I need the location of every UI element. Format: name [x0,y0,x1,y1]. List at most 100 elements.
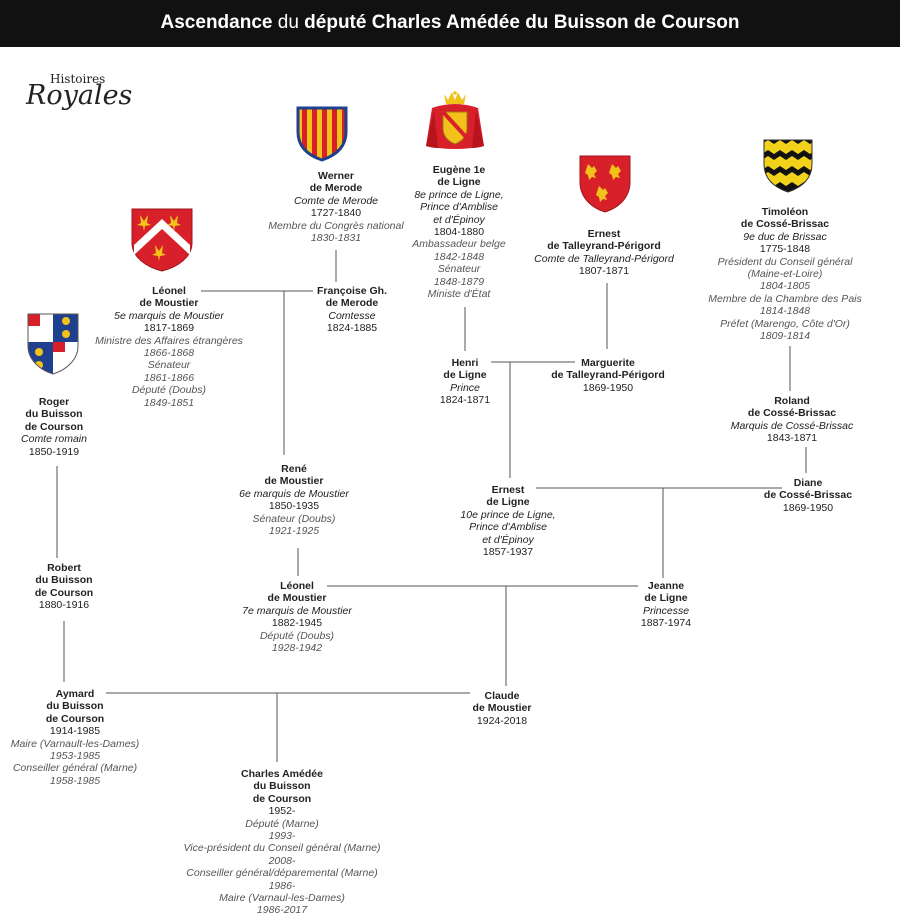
title-part-a: Ascendance [160,12,273,33]
person-claude-de-moustier: Claude de Moustier 1924-2018 [458,690,546,727]
person-office: Député (Doubs) [131,384,207,397]
person-name: de Merode [309,182,363,195]
person-diane-de-cosse-brissac: Diane de Cossé-Brissac 1869-1950 [748,477,868,514]
person-office: Sénateur [437,263,481,276]
person-roland-de-cosse-brissac: Roland de Cossé-Brissac Marquis de Cossé… [714,395,870,445]
person-title: 7e marquis de Moustier [242,604,352,617]
person-title: Comte romain [21,433,87,446]
logo-line1: Histoires [50,72,106,86]
person-werner-de-merode: Werner de Merode Comte de Merode 1727-18… [236,170,436,244]
person-jeanne-de-ligne: Jeanne de Ligne Princesse 1887-1974 [626,580,706,630]
person-title: Marquis de Cossé-Brissac [730,419,854,432]
person-name: Ernest [491,484,525,496]
person-name: Roger [38,396,70,408]
person-dates: 1804-1880 [433,226,485,239]
person-office: Maire (Varnaul-les-Dames) [219,892,345,905]
person-name: Werner [318,170,354,182]
person-name: du Buisson [46,700,104,713]
person-title: et d'Épinoy [433,213,485,226]
person-name: de Merode [325,297,379,310]
person-office: Ministre des Affaires étrangères [95,334,243,347]
person-dates: 1817-1869 [143,322,195,335]
person-name: de Moustier [264,475,324,488]
person-name: de Ligne [443,369,487,382]
person-name: Henri [451,357,479,369]
person-title: 8e prince de Ligne, [414,188,504,201]
person-leonel-7e-de-moustier: Léonel de Moustier 7e marquis de Moustie… [222,580,372,654]
cosse-brissac-coat-icon [763,139,813,193]
person-name: de Cossé-Brissac [763,489,853,502]
person-office: Membre du Congrès national [268,219,404,232]
person-ernest-de-talleyrand-perigord: Ernest de Talleyrand-Périgord Comte de T… [514,228,694,278]
person-name: de Ligne [644,592,688,605]
person-name: Léonel [152,285,186,297]
page-title-banner: Ascendance du député Charles Amédée du B… [0,0,900,47]
person-dates: 1869-1950 [582,381,634,394]
person-title: 6e marquis de Moustier [239,487,349,500]
moustier-coat-icon [131,208,193,272]
person-office: Député (Marne) [245,817,319,830]
person-name: Charles Amédée [241,768,323,780]
person-period: 1830-1831 [310,232,362,245]
person-name: René [281,463,307,475]
person-dates: 1850-1919 [28,445,80,458]
person-title: 5e marquis de Moustier [114,309,224,322]
person-ernest-de-ligne: Ernest de Ligne 10e prince de Ligne, Pri… [436,484,580,558]
person-roger-du-buisson-de-courson: Roger du Buisson de Courson Comte romain… [2,396,106,458]
person-aymard-du-buisson-de-courson: Aymard du Buisson de Courson 1914-1985 M… [0,688,150,787]
person-dates: 1727-1840 [310,207,362,220]
person-charles-amedee-du-buisson-de-courson: Charles Amédée du Buisson de Courson 195… [167,768,397,917]
person-name: de Cossé-Brissac [747,407,837,420]
person-name: Léonel [280,580,314,592]
person-office: Président du Conseil général [717,255,853,268]
ligne-crowned-mantle-icon [426,91,484,149]
person-dates: 1857-1937 [482,546,534,559]
person-name: du Buisson [25,408,83,421]
person-name: du Buisson [253,780,311,793]
person-rene-de-moustier: René de Moustier 6e marquis de Moustier … [214,463,374,537]
person-dates: 1824-1885 [326,322,378,335]
buisson-de-courson-coat-icon [27,313,79,375]
person-title: 9e duc de Brissac [743,230,827,243]
person-name: Timoléon [761,206,809,218]
person-name: de Talleyrand-Périgord [547,240,661,253]
person-robert-du-buisson-de-courson: Robert du Buisson de Courson 1880-1916 [16,562,112,612]
person-office: (Maine-et-Loire) [747,268,823,281]
person-period: 1804-1805 [759,280,811,293]
person-name: Eugène 1e [432,164,486,176]
person-title: Prince d'Amblise [420,201,498,214]
person-dates: 1880-1916 [38,599,90,612]
person-period: 1848-1879 [433,275,485,288]
person-period: 1986- [268,879,296,892]
person-dates: 1869-1950 [782,501,834,514]
person-period: 1809-1814 [759,330,811,343]
person-period: 1986-2017 [256,904,308,917]
person-period: 1814-1848 [759,305,811,318]
person-dates: 1914-1985 [49,725,101,738]
person-name: de Ligne [437,176,481,189]
person-name: Jeanne [647,580,685,592]
person-period: 1842-1848 [433,250,485,263]
talleyrand-coat-icon [579,155,631,213]
person-period: 1866-1868 [143,347,195,360]
person-name: Aymard [55,688,95,700]
person-period: 1849-1851 [143,396,195,409]
person-leonel-5e-de-moustier: Léonel de Moustier 5e marquis de Moustie… [74,285,264,409]
person-title: Comte de Talleyrand-Périgord [534,252,674,265]
person-period: 1993- [268,830,296,843]
person-name: de Courson [45,712,105,725]
person-period: 2008- [268,854,296,867]
person-dates: 1824-1871 [439,394,491,407]
person-office: Sénateur [147,359,191,372]
person-name: du Buisson [35,574,93,587]
person-period: 1928-1942 [271,642,323,655]
person-dates: 1882-1945 [271,617,323,630]
person-period: 1861-1866 [143,371,195,384]
person-name: Marguerite [581,357,635,369]
person-name: Ernest [587,228,621,240]
person-title: Princesse [642,604,690,617]
person-office: Membre de la Chambre des Pais [708,292,862,305]
merode-coat-icon [296,106,348,162]
person-name: Diane [793,477,823,489]
